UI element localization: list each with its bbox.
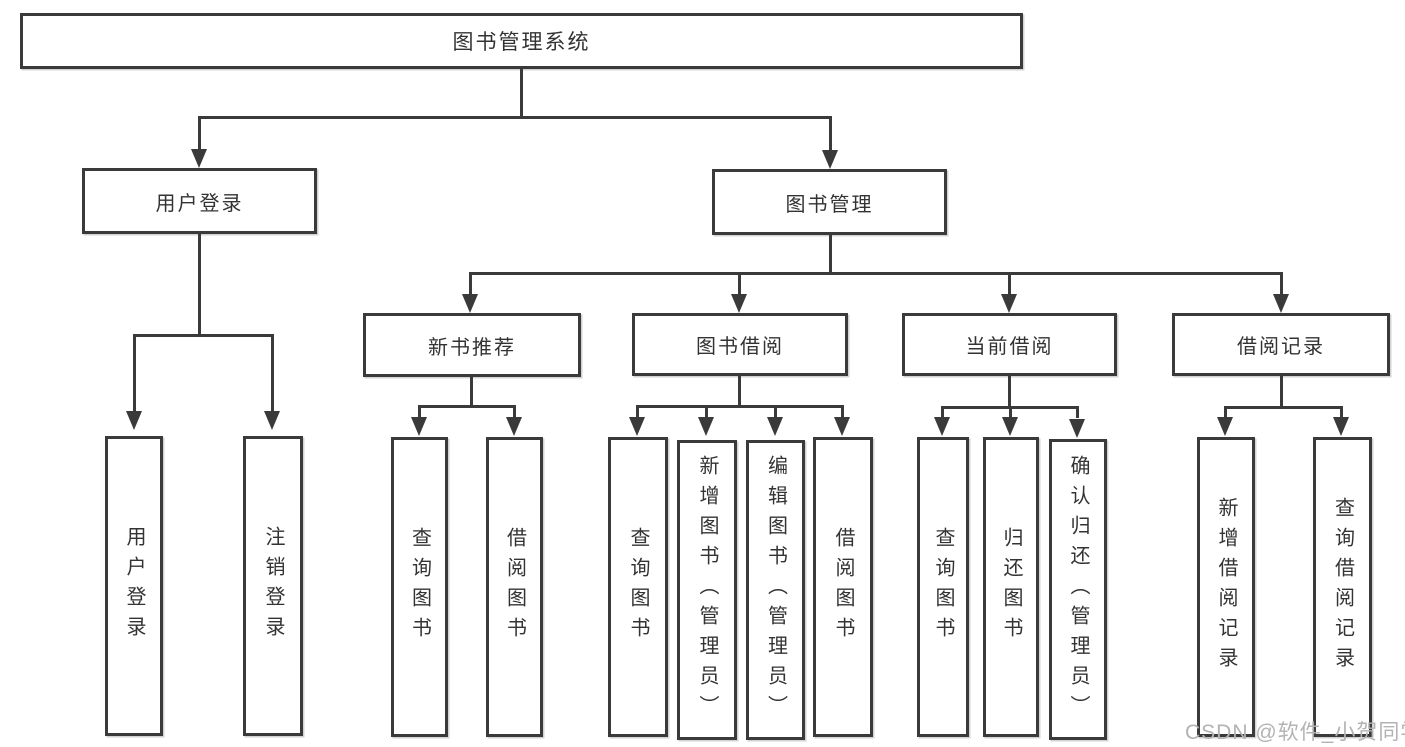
connector-newbook-rail [418, 405, 516, 408]
arrowhead-icon [1217, 417, 1233, 436]
connector-stem [271, 334, 274, 412]
connector-records-rail [1224, 406, 1343, 409]
connector-root-stem [520, 69, 523, 118]
leaf-user-login: 用户登录 [105, 436, 163, 736]
connector-stem [1076, 406, 1079, 418]
arrowhead-icon [1001, 294, 1017, 313]
node-label: 当前借阅 [965, 336, 1054, 358]
node-label: 用户登录 [155, 192, 244, 215]
leaf-query-books-3: 查询图书 [917, 437, 969, 737]
leaf-borrow-books-2: 借阅图书 [813, 437, 873, 737]
arrowhead-icon [731, 294, 747, 313]
node-book-management: 图书管理 [712, 169, 947, 235]
arrowhead-icon [767, 417, 783, 436]
connector-stem [198, 116, 201, 150]
node-label: 图书借阅 [696, 336, 784, 358]
leaf-add-borrow-record: 新增借阅记录 [1197, 437, 1255, 737]
arrowhead-icon [1002, 417, 1018, 436]
node-label: 借阅记录 [1237, 336, 1325, 358]
connector-stem [1280, 376, 1283, 409]
leaf-confirm-return-admin: 确认归还（管理员） [1049, 439, 1107, 740]
connector-stem [513, 405, 516, 418]
leaf-borrow-books-1: 借阅图书 [486, 437, 543, 737]
connector-stem [1008, 376, 1011, 409]
connector-stem [829, 116, 832, 151]
connector-stem [1009, 406, 1012, 418]
connector-stem [1340, 406, 1343, 418]
arrowhead-icon [126, 411, 142, 430]
connector-stem [829, 235, 832, 275]
arrowhead-icon [191, 149, 207, 168]
connector-stem [469, 272, 472, 296]
node-new-book-recommend: 新书推荐 [363, 313, 581, 377]
connector-stem [636, 405, 639, 418]
connector-stem [705, 405, 708, 418]
leaf-query-borrow-record: 查询借阅记录 [1313, 437, 1372, 737]
arrowhead-icon [1069, 419, 1085, 438]
node-current-borrow: 当前借阅 [902, 313, 1117, 376]
connector-bookmgmt-rail [469, 272, 1282, 275]
arrowhead-icon [462, 294, 478, 313]
connector-root-rail [198, 116, 832, 119]
node-borrow-records: 借阅记录 [1172, 313, 1390, 376]
connector-stem [738, 272, 741, 296]
leaf-logout: 注销登录 [243, 436, 303, 736]
arrowhead-icon [1273, 294, 1289, 313]
arrowhead-icon [264, 411, 280, 430]
node-label: 新书推荐 [428, 336, 516, 359]
arrowhead-icon [629, 417, 645, 436]
connector-stem [941, 406, 944, 418]
connector-stem [133, 334, 136, 412]
csdn-watermark: CSDN @软件_小贺同学 [1185, 721, 1405, 744]
connector-stem [418, 405, 421, 418]
arrowhead-icon [1333, 417, 1349, 436]
node-user-login: 用户登录 [82, 168, 317, 234]
node-library-management-system: 图书管理系统 [20, 13, 1023, 69]
leaf-query-books-2: 查询图书 [608, 437, 668, 737]
connector-stem [841, 405, 844, 418]
connector-stem [774, 405, 777, 418]
connector-stem [1008, 272, 1011, 296]
connector-stem [1280, 272, 1283, 296]
connector-stem [738, 376, 741, 408]
node-book-borrow: 图书借阅 [632, 313, 848, 376]
connector-stem [470, 377, 473, 408]
leaf-query-books-1: 查询图书 [391, 437, 448, 737]
connector-borrow-rail [636, 405, 843, 408]
arrowhead-icon [834, 417, 850, 436]
arrowhead-icon [411, 417, 427, 436]
node-label: 图书管理系统 [452, 31, 591, 54]
arrowhead-icon [506, 417, 522, 436]
leaf-edit-books-admin: 编辑图书（管理员） [746, 440, 805, 740]
leaf-add-books-admin: 新增图书（管理员） [677, 440, 737, 740]
arrowhead-icon [934, 417, 950, 436]
connector-stem [198, 234, 201, 337]
connector-userlogin-rail [133, 334, 274, 337]
leaf-return-books: 归还图书 [983, 437, 1039, 737]
arrowhead-icon [822, 150, 838, 169]
node-label: 图书管理 [785, 193, 874, 216]
connector-stem [1224, 406, 1227, 418]
arrowhead-icon [698, 417, 714, 436]
